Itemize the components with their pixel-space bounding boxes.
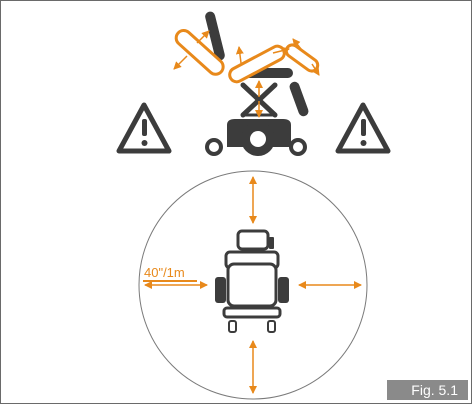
wheelchair-top-view	[215, 229, 289, 333]
lift-strut-2	[240, 82, 278, 118]
adjustment-arrows	[173, 30, 320, 118]
warning-triangle-icon	[335, 102, 391, 154]
right-wheel	[278, 277, 289, 303]
arrow-tilt-right	[272, 46, 290, 55]
front-caster	[205, 138, 223, 156]
seat-tilt-range	[228, 44, 286, 84]
clearance-dimension-label: 40"/1m	[144, 265, 185, 280]
arrow-footrest-down	[311, 63, 320, 76]
adjustment-indicators	[174, 28, 320, 84]
clearance-arrows	[144, 176, 362, 394]
backrest-recline-range	[174, 28, 225, 76]
seat-cushion	[226, 262, 278, 308]
front-left-caster	[228, 320, 237, 333]
seat-front	[222, 306, 282, 319]
arrow-footrest-up	[292, 38, 302, 50]
footrest-bar	[289, 81, 309, 117]
front-right-caster	[267, 320, 276, 333]
figure-caption: Fig. 5.1	[387, 380, 468, 400]
warning-triangle-icon	[116, 102, 172, 154]
drive-wheel-hub	[250, 131, 266, 147]
arrow-recline-up	[196, 30, 210, 44]
left-wheel	[215, 277, 226, 303]
clearance-circle	[138, 170, 368, 400]
backrest-bar	[205, 11, 225, 61]
headrest	[236, 229, 270, 251]
arrow-tilt-up	[235, 46, 244, 64]
rear-caster	[289, 138, 307, 156]
headrest-mount	[269, 237, 274, 249]
arrow-recline-down	[173, 55, 188, 70]
wheelchair-side-view	[205, 11, 309, 156]
